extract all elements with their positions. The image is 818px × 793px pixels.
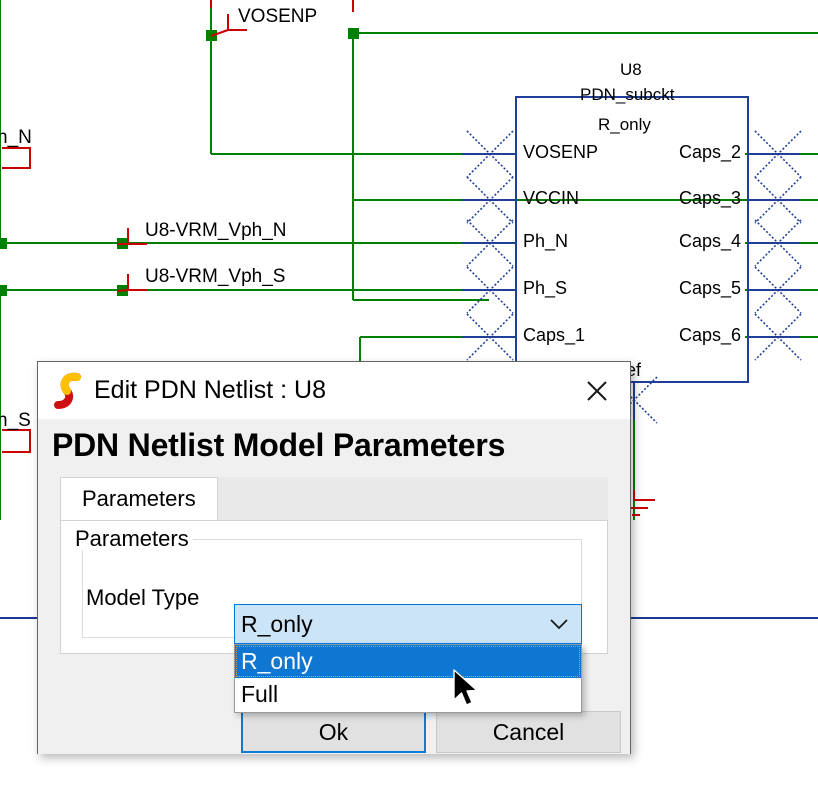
model-type-label: Model Type	[86, 585, 200, 610]
no-connect-markers-right	[754, 130, 802, 361]
dropdown-option-full[interactable]: Full	[241, 681, 279, 707]
no-connect-markers-left	[466, 130, 514, 361]
pin-label-caps-5: Caps_5	[679, 278, 742, 298]
dialog-titlebar[interactable]: Edit PDN Netlist : U8	[38, 362, 630, 419]
pin-label-vccin: VCCIN	[523, 188, 580, 208]
dialog-title: Edit PDN Netlist : U8	[94, 376, 327, 404]
model-type-combobox[interactable]: R_only	[234, 604, 582, 644]
pin-label-caps-6: Caps_6	[679, 325, 742, 345]
red-netlabel-flags	[2, 0, 655, 516]
component-refdes[interactable]: U8	[620, 60, 642, 79]
pin-label-caps-3: Caps_3	[679, 188, 742, 208]
net-label-n-n[interactable]: n_N	[0, 127, 32, 148]
cancel-button[interactable]: Cancel	[436, 711, 621, 753]
dialog-button-bar: Ok Cancel	[38, 659, 630, 754]
component-variant[interactable]: R_only	[598, 115, 651, 134]
pin-label-caps-4: Caps_4	[679, 231, 742, 251]
pin-label-ph-s: Ph_S	[523, 278, 568, 298]
component-body	[515, 96, 749, 383]
chevron-down-icon	[550, 619, 568, 630]
net-label-vph-s[interactable]: U8-VRM_Vph_S	[145, 266, 286, 287]
close-icon[interactable]	[574, 374, 620, 408]
pin-label-caps-1: Caps_1	[523, 325, 586, 345]
pin-label-caps-2: Caps_2	[679, 142, 742, 162]
wire-junctions	[0, 28, 359, 296]
page-title: PDN Netlist Model Parameters	[52, 427, 506, 463]
net-label-vph-n[interactable]: U8-VRM_Vph_N	[145, 220, 287, 241]
groupbox-legend: Parameters	[71, 528, 193, 550]
tab-strip: Parameters	[60, 477, 608, 521]
tab-parameters[interactable]: Parameters	[60, 477, 218, 520]
ok-button[interactable]: Ok	[241, 711, 426, 753]
model-type-field-row: Model Type	[86, 585, 213, 611]
app-s-curve-icon	[54, 372, 81, 409]
pin-label-ph-n: Ph_N	[523, 231, 569, 251]
no-connect-marker-bottom	[610, 376, 658, 424]
model-type-selected-value: R_only	[241, 610, 313, 637]
component-model[interactable]: PDN_subckt	[580, 85, 675, 104]
model-type-dropdown-list[interactable]: R_only Full	[234, 644, 582, 713]
net-label-n-s[interactable]: n_S	[0, 410, 31, 431]
dropdown-option-r-only[interactable]: R_only	[235, 645, 581, 678]
pin-label-vosenp: VOSENP	[523, 142, 599, 162]
net-label-vosenp[interactable]: VOSENP	[238, 6, 318, 27]
